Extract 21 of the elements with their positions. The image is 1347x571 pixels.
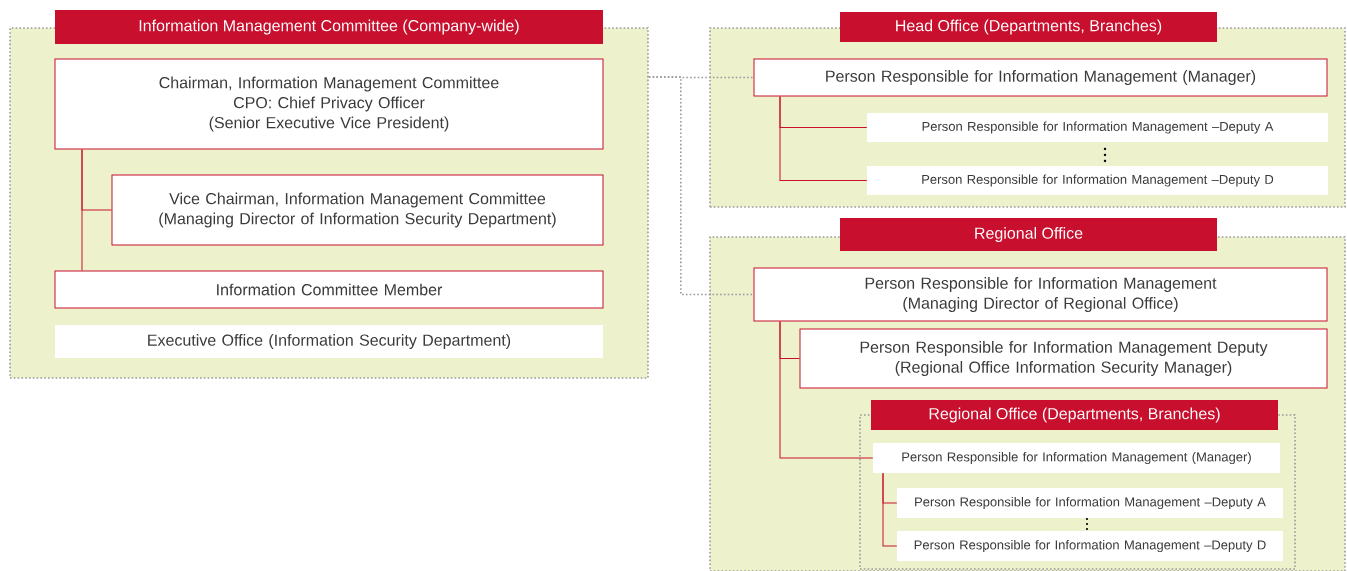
panel-header: Regional Office (Departments, Branches) bbox=[871, 400, 1278, 430]
role-label: Person Responsible for Information Management –Deputy A bbox=[897, 488, 1283, 518]
connector-line bbox=[779, 321, 874, 459]
role-box: Information Committee Member bbox=[54, 270, 604, 309]
panel-header: Head Office (Departments, Branches) bbox=[840, 12, 1217, 42]
role-box: Person Responsible for Information Management Deputy (Regional Office Information Security Manager) bbox=[799, 328, 1328, 389]
connector-line bbox=[648, 76, 755, 296]
role-label: Person Responsible for Information Management –Deputy D bbox=[867, 166, 1328, 195]
role-box: Chairman, Information Management Committee CPO: Chief Privacy Officer (Senior Executive Vice President) bbox=[54, 58, 604, 150]
role-box: Person Responsible for Information Management (Managing Director of Regional Office) bbox=[753, 267, 1328, 322]
role-label: Executive Office (Information Security Department) bbox=[55, 325, 603, 358]
role-label: Person Responsible for Information Management –Deputy D bbox=[897, 531, 1283, 561]
connector-line bbox=[779, 96, 868, 181]
panel-header: Regional Office bbox=[840, 218, 1217, 251]
role-box: Person Responsible for Information Management (Manager) bbox=[753, 58, 1328, 97]
connector-line bbox=[81, 149, 83, 271]
role-box: Vice Chairman, Information Management Committee (Managing Director of Information Security Department) bbox=[111, 174, 604, 246]
connector-line bbox=[882, 472, 898, 547]
role-label: Person Responsible for Information Management –Deputy A bbox=[867, 113, 1328, 142]
panel-header: Information Management Committee (Company-wide) bbox=[55, 10, 603, 44]
role-label: Person Responsible for Information Management (Manager) bbox=[873, 443, 1280, 473]
